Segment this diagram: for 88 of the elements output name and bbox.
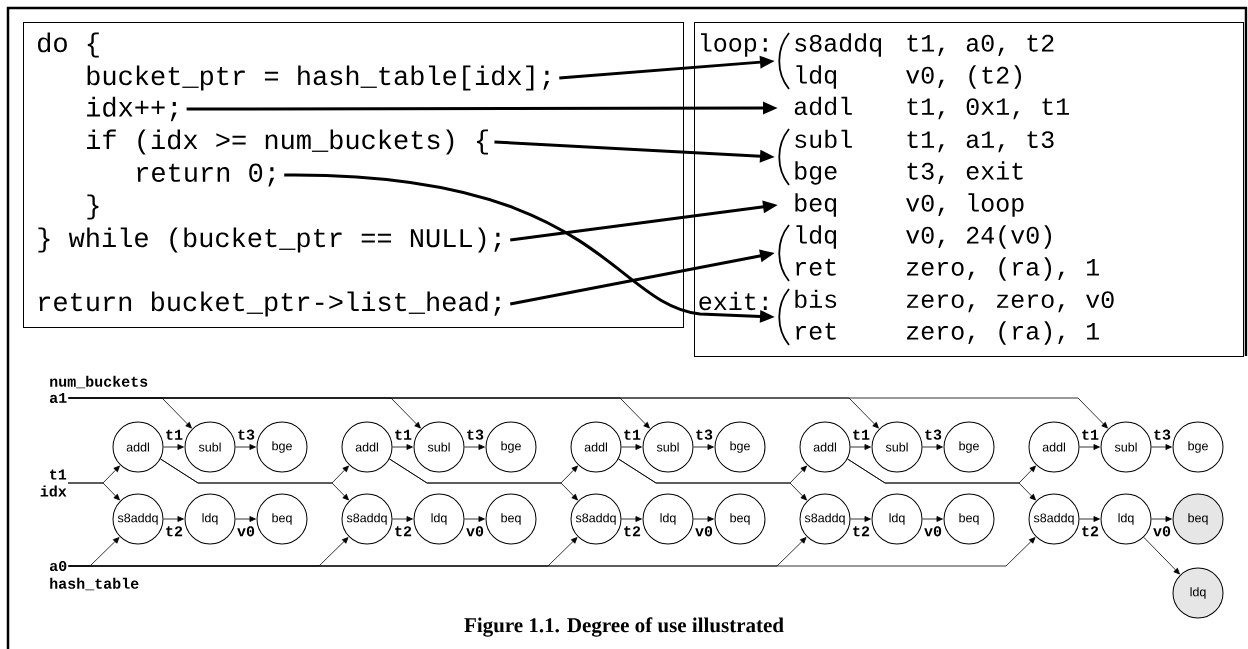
edge-label: t1 (393, 428, 413, 441)
arrow (464, 516, 485, 522)
code-line: do { (38, 32, 99, 58)
edge-label: t3 (694, 428, 714, 441)
node-label: ldq (796, 65, 837, 89)
arrow (1151, 444, 1172, 450)
assembly-box (694, 22, 1244, 357)
arrow (1079, 516, 1100, 522)
instruction: beq v0, loop (795, 193, 1024, 217)
arrow (621, 444, 642, 450)
code-label: exit: (699, 291, 767, 311)
instruction: addl t1, 0x1, t1 (794, 96, 1069, 120)
code-line: } (87, 194, 99, 220)
instruction: bge t3, exit (795, 161, 1023, 185)
edge-label: t2 (1080, 525, 1100, 538)
arrow (392, 516, 413, 522)
edge-label: t1 (164, 428, 184, 441)
arrow (850, 516, 871, 522)
arrow (618, 458, 807, 501)
arrow (389, 458, 578, 501)
edge-label: t3 (1152, 428, 1172, 441)
input-label: hash_table (50, 577, 139, 591)
arrow (160, 458, 349, 501)
edge-label: t3 (236, 428, 256, 441)
edge-label: t1 (622, 428, 642, 441)
node-label: ldq (796, 225, 837, 249)
edge-label: t2 (164, 525, 184, 538)
node-label: t3, exit (907, 161, 1023, 184)
instruction: ret zero, (ra), 1 (796, 321, 1099, 345)
input-label: num_buckets (50, 375, 148, 389)
arrow (693, 444, 714, 450)
edge-label: v0 (465, 525, 485, 538)
arrow (1143, 536, 1180, 575)
node-label: bge (795, 161, 837, 185)
arrow (693, 516, 714, 522)
node-label: zero, (ra), 1 (907, 257, 1100, 281)
code-line: if (idx >= num_buckets) { (87, 129, 488, 155)
arrow (922, 444, 943, 450)
arrow (464, 444, 485, 450)
code-box (23, 22, 684, 328)
instruction: ldq v0, 24(v0) (796, 225, 1051, 249)
arrow (621, 516, 642, 522)
edge-label: t2 (622, 525, 642, 538)
code-label: loop: (701, 33, 767, 57)
arrow (850, 444, 871, 450)
node-label: zero, (ra), 1 (907, 321, 1100, 345)
instruction: s8addq t1, a0, t2 (795, 33, 1054, 57)
arrow (163, 444, 184, 450)
arrow (67, 482, 120, 501)
caption: Figure 1.1. Degree of use illustrated (464, 617, 784, 637)
code-line: return 0; (137, 163, 275, 187)
edge-label: v0 (923, 525, 943, 538)
instruction: ret zero, (ra), 1 (796, 257, 1099, 281)
arrow (163, 516, 184, 522)
arrow (68, 537, 1036, 567)
arrow (922, 516, 943, 522)
edge-label: v0 (694, 525, 714, 538)
input-label: t1 idx (40, 469, 67, 497)
input-label: a0 (49, 560, 67, 572)
node-label: ret (796, 322, 836, 340)
edge-label: t3 (465, 428, 485, 441)
edge-label: t2 (851, 525, 871, 538)
edge-label: v0 (1152, 525, 1172, 538)
node-label: zero, zero, v0 (907, 291, 1114, 313)
code-line: bucket_ptr = hash_table[idx]; (87, 65, 550, 91)
instruction: subl t1, a1, t3 (795, 129, 1054, 153)
edge-label: t1 (1080, 428, 1100, 441)
node-label: ret (796, 258, 836, 276)
code-line: return bucket_ptr->list_head; (39, 291, 501, 317)
arrow (68, 397, 1108, 429)
input-label: a1 (49, 393, 67, 403)
arrow (847, 458, 1036, 501)
instruction: bis zero, zero, v0 (795, 289, 1114, 313)
arrow (1151, 516, 1172, 522)
node-label: v0, (t2) (906, 65, 1022, 89)
arrow (392, 444, 413, 450)
edge-label: v0 (236, 525, 256, 538)
code-line: idx++; (87, 96, 177, 122)
code-line: } while (bucket_ptr == NULL); (38, 227, 501, 253)
arrow (235, 444, 256, 450)
edge-label: t2 (393, 525, 413, 538)
node-label: bis (795, 289, 837, 309)
node-label: v0, 24(v0) (906, 225, 1052, 249)
arrow (1079, 444, 1100, 450)
edge-label: t3 (923, 428, 943, 441)
edge-label: t1 (851, 428, 871, 441)
instruction: ldq v0, (t2) (796, 65, 1021, 89)
arrow (235, 516, 256, 522)
